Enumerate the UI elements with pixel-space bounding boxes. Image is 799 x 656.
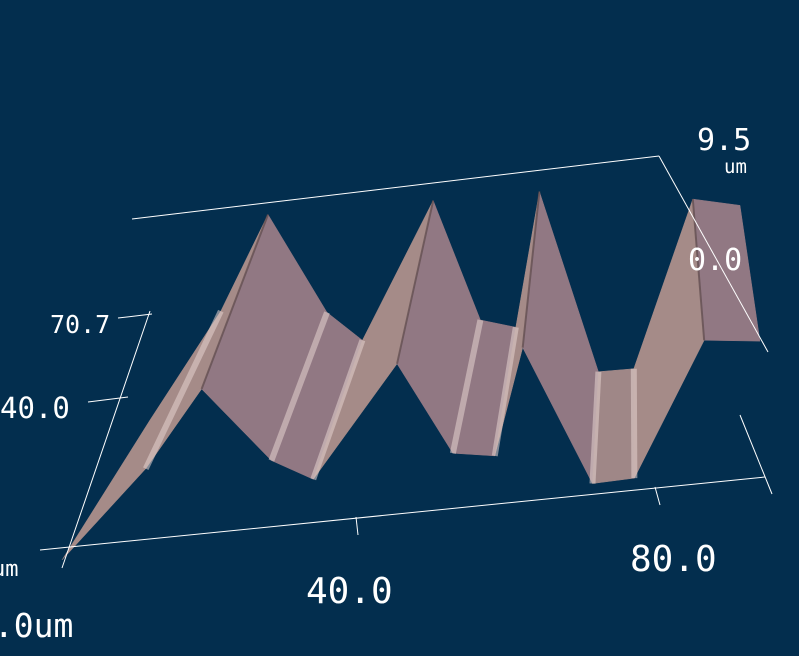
ridge-line (200, 214, 269, 390)
valley-highlight (449, 319, 484, 454)
tick-x-80 (654, 486, 661, 506)
surface-strip (61, 310, 222, 561)
valley-highlight (630, 368, 638, 479)
right-floor-edge (739, 414, 773, 495)
y-tick-70: 70.7 (50, 310, 110, 339)
ridge-line (521, 191, 541, 348)
left-floor-edge (61, 310, 151, 569)
z-unit-label: um (724, 156, 747, 178)
valley-highlight (310, 339, 366, 481)
valley-highlight (268, 311, 330, 462)
z-tick-max: 9.5 (697, 123, 751, 158)
x-tick-80: 80.0 (630, 539, 717, 580)
ridge-line (691, 198, 706, 341)
x-tick-40: 40.0 (306, 571, 393, 612)
top-back-edge (131, 155, 660, 220)
x-tick-origin: 0.0um (0, 606, 73, 645)
tick-x-40 (355, 516, 359, 536)
valley-highlight (491, 326, 519, 457)
tick-y-70 (117, 313, 153, 319)
y-tick-40: 40.0 (0, 391, 70, 425)
valley-highlight (143, 309, 224, 470)
right-vertical-edge (658, 155, 769, 353)
z-tick-min: 0.0 (688, 243, 742, 278)
surface-strip (633, 198, 705, 479)
surface-mesh (61, 191, 761, 561)
bottom-front-edge (39, 476, 766, 551)
tick-y-40 (87, 396, 129, 403)
valley-highlight (589, 371, 602, 484)
ridge-line (396, 200, 435, 365)
y-unit-fragment: um (0, 557, 19, 582)
axis-frame (39, 155, 773, 569)
